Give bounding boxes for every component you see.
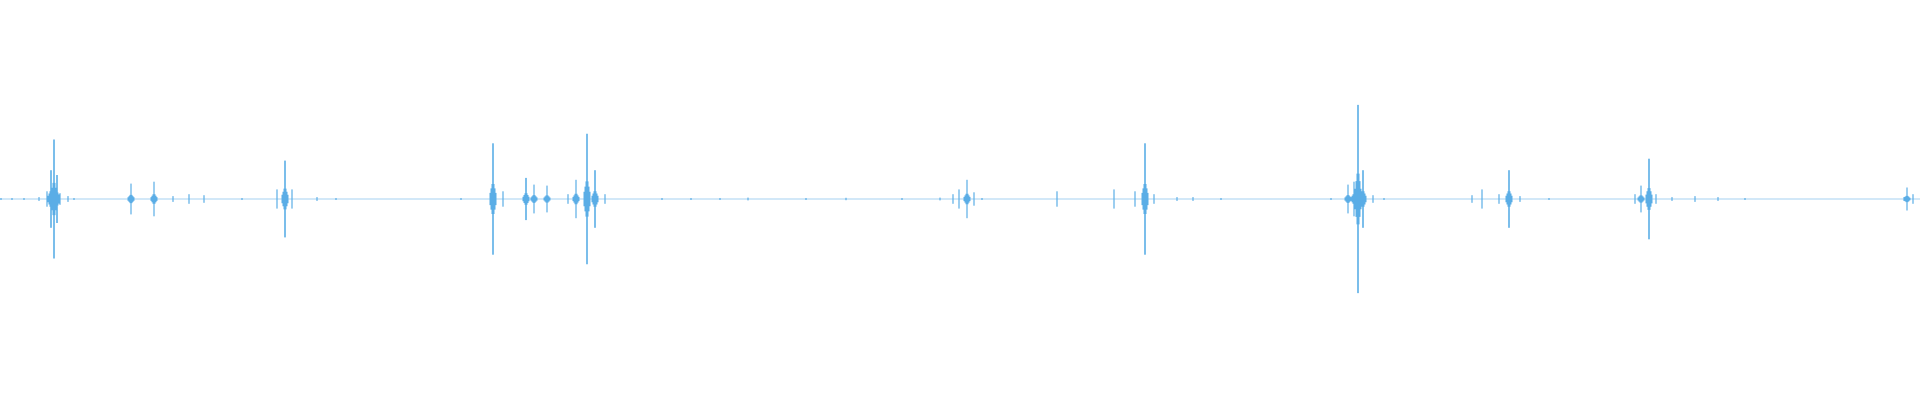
waveform-bars <box>0 104 1914 294</box>
